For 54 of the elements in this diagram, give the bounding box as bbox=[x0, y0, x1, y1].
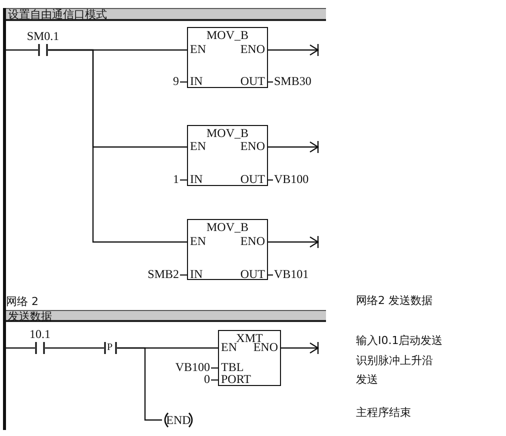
pin-label: IN bbox=[190, 75, 203, 87]
pin-label: OUT bbox=[240, 75, 265, 87]
end-coil bbox=[162, 412, 195, 428]
pin-label: EN bbox=[190, 235, 206, 247]
wire bbox=[6, 49, 38, 51]
operand-label: 0 bbox=[204, 373, 210, 385]
pin-label: OUT bbox=[240, 173, 265, 185]
contact-symbol bbox=[35, 340, 45, 356]
pin-label: PORT bbox=[221, 373, 251, 385]
block-name: XMT bbox=[236, 332, 263, 344]
wire bbox=[6, 347, 35, 349]
block-name: MOV_B bbox=[206, 221, 248, 233]
network-title-bar: 发送数据 bbox=[6, 310, 326, 322]
network-title-bar: 设置自由通信口模式 bbox=[6, 8, 326, 21]
pin-label: ENO bbox=[240, 43, 265, 55]
operand-label: 1 bbox=[173, 173, 179, 185]
edge-contact-symbol bbox=[104, 340, 117, 356]
pin-label: EN bbox=[190, 140, 206, 152]
operand-label: 9 bbox=[173, 75, 179, 87]
contact-letter: P bbox=[107, 342, 113, 354]
operand-label: VB100 bbox=[274, 173, 309, 185]
power-rail bbox=[3, 8, 6, 430]
pin-label: ENO bbox=[240, 140, 265, 152]
pin-label: IN bbox=[190, 173, 203, 185]
pin-label: ENO bbox=[240, 235, 265, 247]
pin-label: EN bbox=[221, 341, 237, 353]
contact-symbol bbox=[38, 42, 48, 58]
pin-label: IN bbox=[190, 268, 203, 280]
function-block bbox=[218, 330, 281, 386]
wire bbox=[45, 347, 104, 349]
contact-address: 10.1 bbox=[30, 328, 50, 340]
operand-label: SMB2 bbox=[148, 268, 179, 280]
pin-label: EN bbox=[190, 43, 206, 55]
network-label: 网络 2 bbox=[6, 296, 38, 308]
coil-label: END bbox=[166, 414, 191, 426]
operand-label: VB101 bbox=[274, 268, 309, 280]
note-text: 主程序结束 bbox=[356, 407, 411, 419]
pin-label: OUT bbox=[240, 268, 265, 280]
function-block bbox=[187, 27, 268, 88]
block-name: MOV_B bbox=[206, 29, 248, 41]
pin-label: TBL bbox=[221, 361, 244, 373]
function-block bbox=[187, 125, 268, 186]
block-name: MOV_B bbox=[206, 127, 248, 139]
operand-label: VB100 bbox=[175, 361, 210, 373]
operand-label: SMB30 bbox=[274, 75, 312, 87]
pin-label: ENO bbox=[253, 341, 278, 353]
note-text: 输入I0.1启动发送 bbox=[356, 335, 443, 347]
note-text: 识别脉冲上升沿 bbox=[356, 355, 433, 367]
wire bbox=[117, 347, 162, 421]
note-text: 发送 bbox=[356, 374, 378, 386]
wire bbox=[48, 49, 187, 243]
function-block bbox=[187, 219, 268, 280]
contact-address: SM0.1 bbox=[26, 30, 60, 42]
note-text: 网络2 发送数据 bbox=[356, 295, 432, 307]
